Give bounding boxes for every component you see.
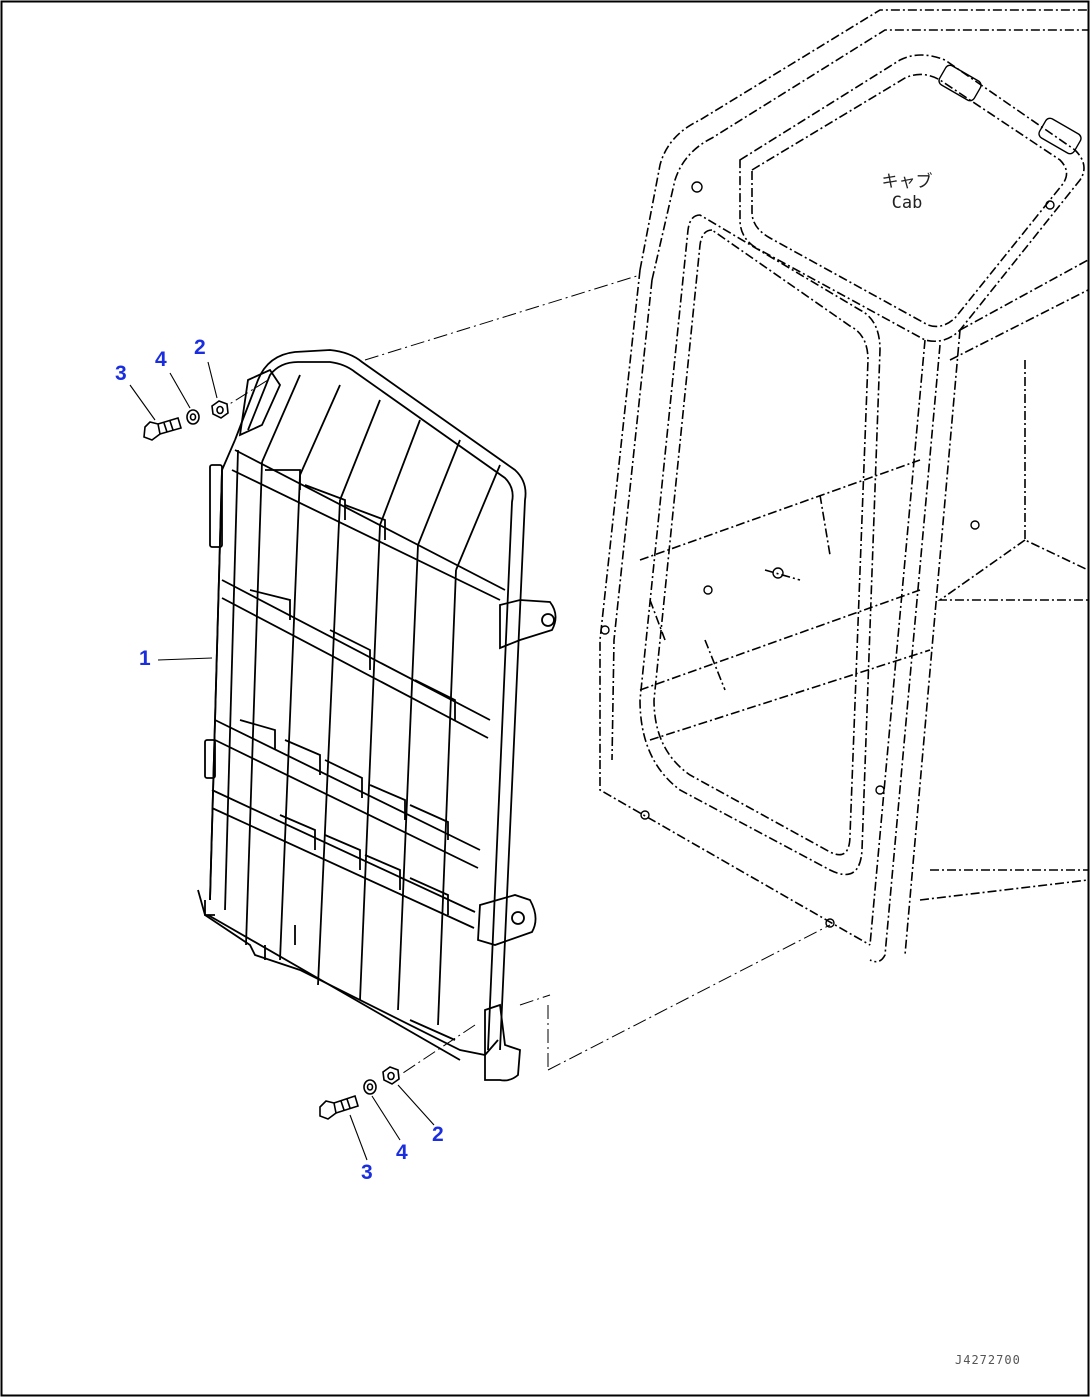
bottom-fasteners (319, 1066, 400, 1120)
callout-top-bolt[interactable]: 3 (115, 362, 127, 385)
drawing-id: J4272700 (955, 1353, 1021, 1367)
callout-bottom-nut[interactable]: 2 (432, 1123, 444, 1146)
callout-top-washer[interactable]: 4 (155, 348, 167, 371)
alignment-lines (227, 274, 831, 1076)
cab-label-english: Cab (891, 193, 923, 214)
front-guard (197, 349, 557, 1082)
cab-label-japanese: キャブ (881, 172, 933, 192)
callout-top-nut[interactable]: 2 (194, 336, 206, 359)
top-fasteners (143, 400, 229, 441)
leader-lines (129, 361, 435, 1161)
callout-bottom-washer[interactable]: 4 (396, 1141, 408, 1164)
cab-label: キャブ Cab (862, 172, 952, 215)
callout-bottom-bolt[interactable]: 3 (361, 1161, 373, 1184)
callout-part-1[interactable]: 1 (139, 647, 151, 670)
cab-details (600, 64, 1082, 928)
cab-body (599, 9, 1089, 963)
